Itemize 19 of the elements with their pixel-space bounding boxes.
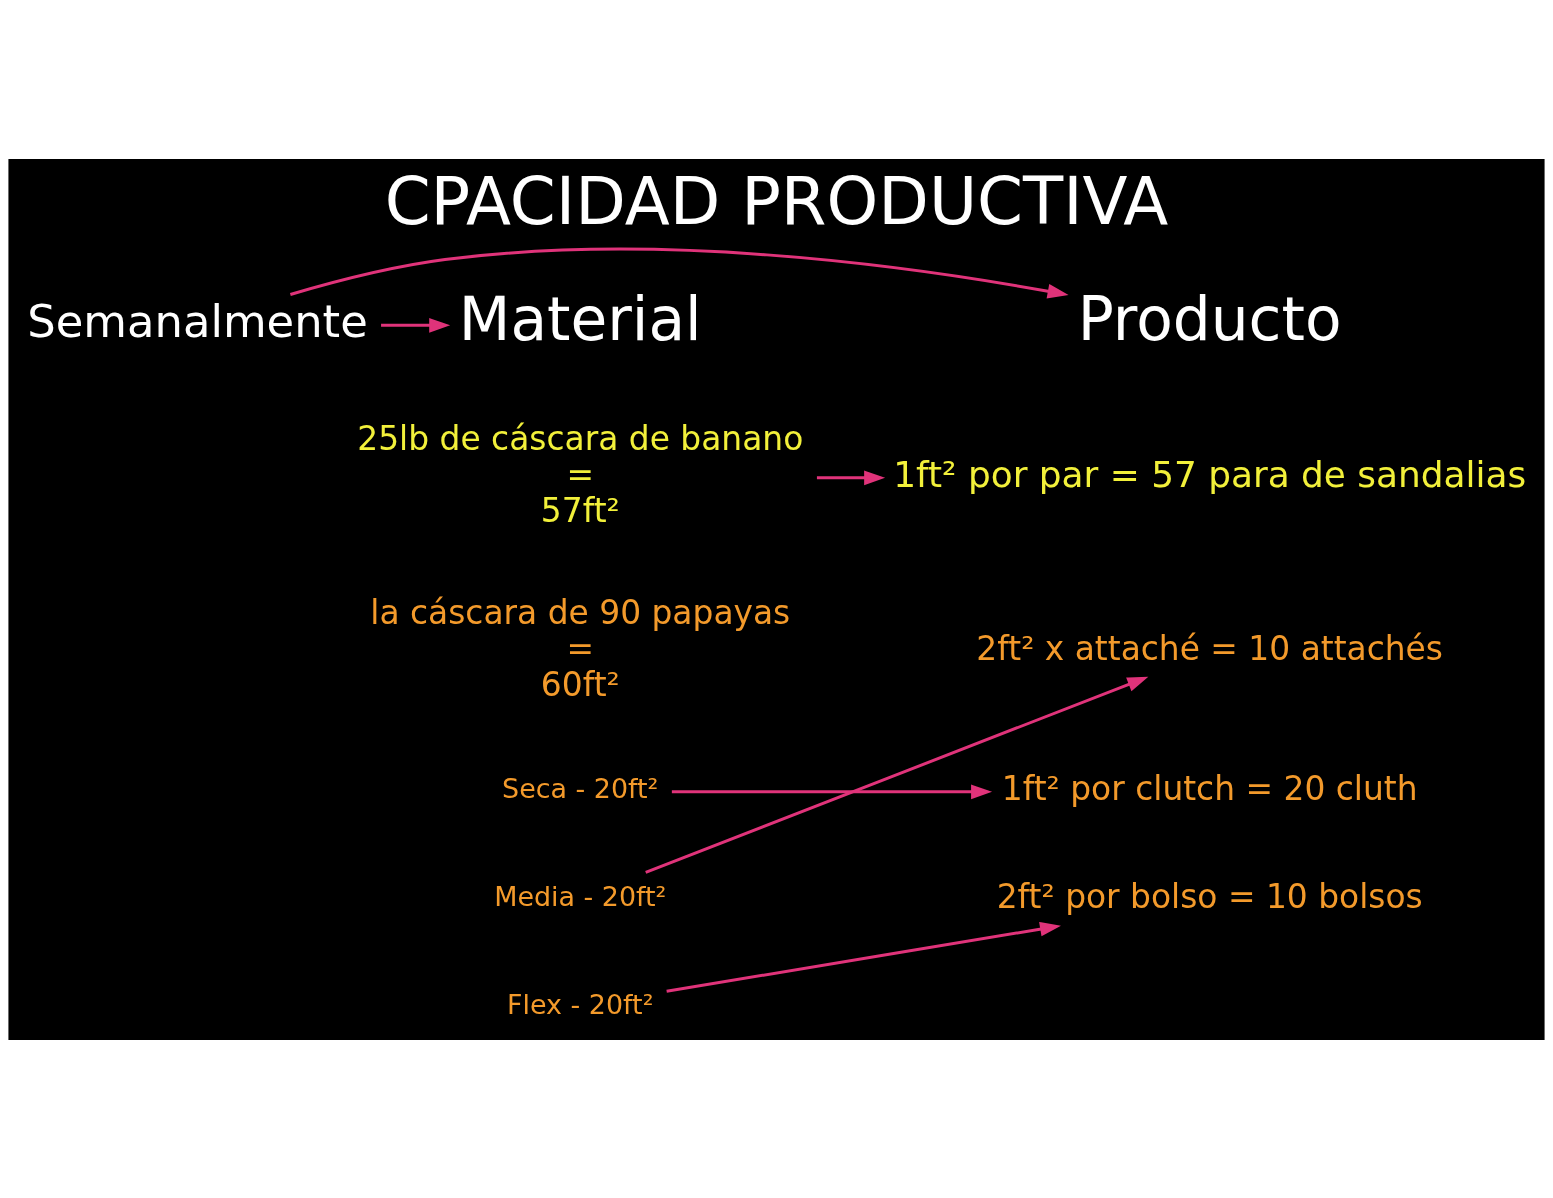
arrow <box>816 470 886 485</box>
node-text: Flex - 20ft² <box>507 988 654 1020</box>
diagram-title: CPACIDAD PRODUCTIVA <box>384 162 1169 240</box>
arrow <box>381 317 451 333</box>
node-text: 2ft² por bolso = 10 bolsos <box>996 876 1423 916</box>
arrow <box>289 247 1069 298</box>
node-text: 1ft² por clutch = 20 cluth <box>1001 768 1418 808</box>
node-text: 2ft² x attaché = 10 attachés <box>976 628 1443 668</box>
node-text: la cáscara de 90 papayas = 60ft² <box>370 592 791 704</box>
node-text: Seca - 20ft² <box>502 772 659 804</box>
node-text: Semanalmente <box>27 294 368 348</box>
arrow <box>671 784 993 799</box>
node-text: 25lb de cáscara de banano = 57ft² <box>357 418 804 530</box>
node-text: Producto <box>1077 283 1342 354</box>
arrow <box>645 676 1149 874</box>
arrow <box>666 921 1061 993</box>
node-text: Material <box>458 283 702 354</box>
node-text: Media - 20ft² <box>494 880 667 912</box>
node-text: 1ft² por par = 57 para de sandalias <box>893 453 1527 495</box>
